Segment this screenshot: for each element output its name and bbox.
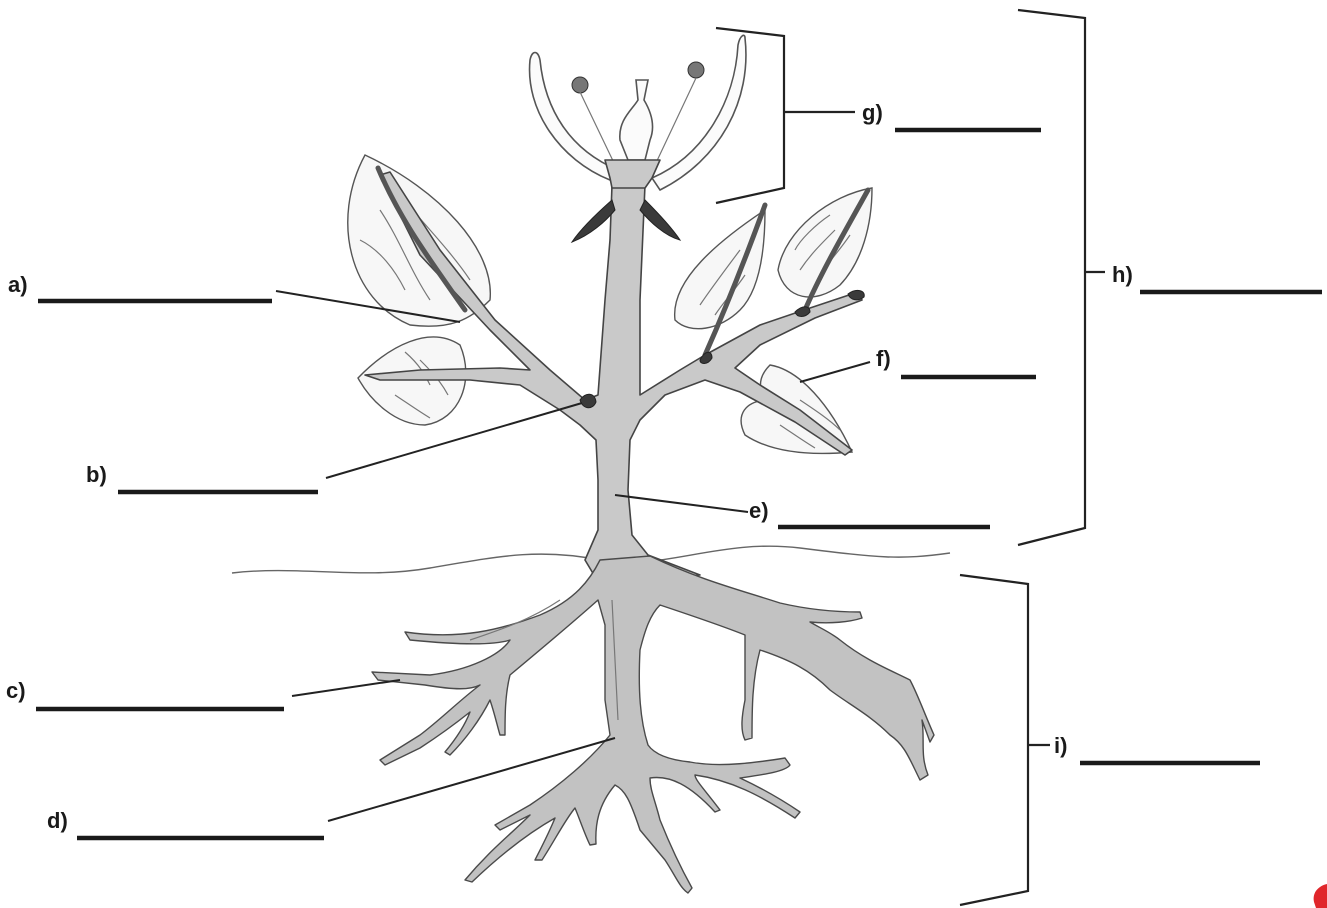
leaf-right-upper-a xyxy=(675,210,765,329)
label-e: e) xyxy=(749,498,990,527)
anther-left xyxy=(572,77,588,93)
label-i: i) xyxy=(1054,733,1260,763)
label-c-text: c) xyxy=(6,678,26,703)
leader-b xyxy=(326,403,582,478)
corner-mark xyxy=(1314,884,1327,908)
leaf-lower-left xyxy=(358,337,466,425)
label-e-text: e) xyxy=(749,498,769,523)
label-d: d) xyxy=(47,808,324,838)
label-g-text: g) xyxy=(862,100,883,125)
bracket-i xyxy=(960,575,1050,905)
label-h: h) xyxy=(1112,262,1322,292)
label-g: g) xyxy=(862,100,1041,130)
label-d-text: d) xyxy=(47,808,68,833)
label-a: a) xyxy=(8,272,272,301)
label-i-text: i) xyxy=(1054,733,1067,758)
label-b-text: b) xyxy=(86,462,107,487)
label-b: b) xyxy=(86,462,318,492)
roots xyxy=(372,556,934,893)
label-h-text: h) xyxy=(1112,262,1133,287)
bracket-h xyxy=(1018,10,1105,545)
label-f: f) xyxy=(876,346,1036,377)
label-a-text: a) xyxy=(8,272,28,297)
anther-right xyxy=(688,62,704,78)
leader-c xyxy=(292,680,400,696)
leader-e xyxy=(615,495,748,512)
leader-f xyxy=(800,362,870,382)
label-c: c) xyxy=(6,678,284,709)
label-f-text: f) xyxy=(876,346,891,371)
